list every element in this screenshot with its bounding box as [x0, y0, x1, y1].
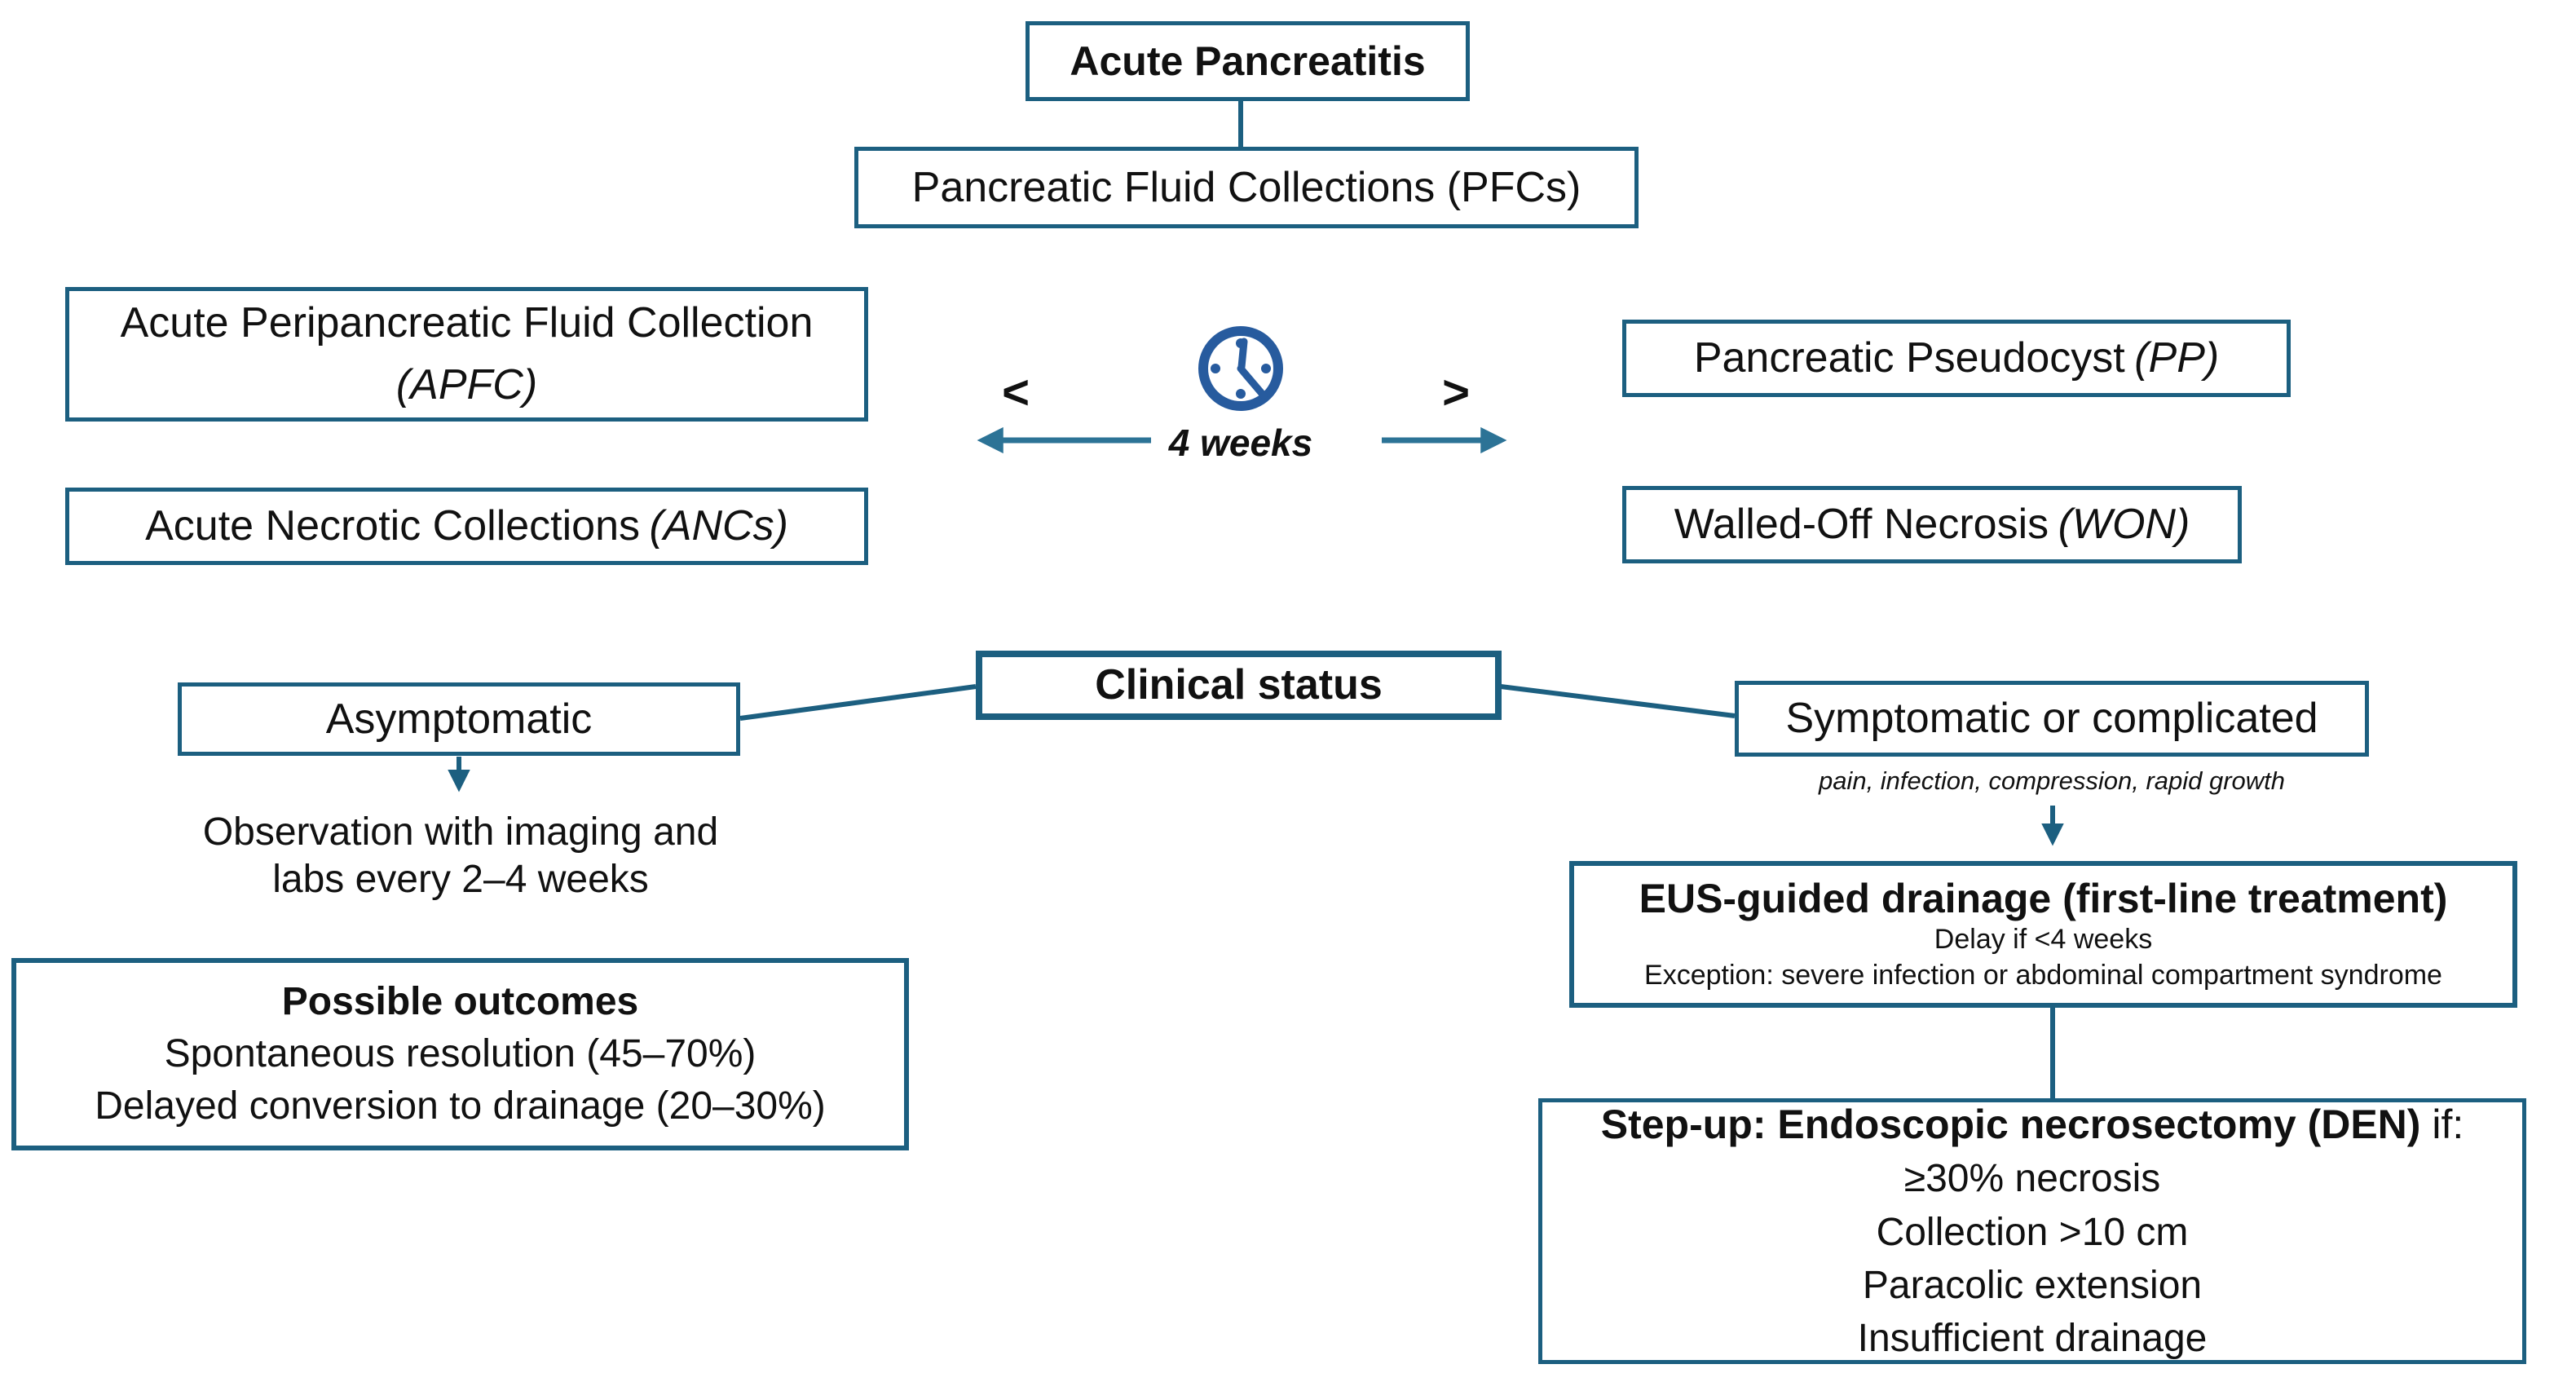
node-anc: Acute Necrotic Collections (ANCs): [65, 488, 868, 565]
stepup-criterion: Insufficient drainage: [1857, 1317, 2208, 1361]
node-symptomatic: Symptomatic or complicated: [1735, 681, 2369, 757]
stepup-criterion: Collection >10 cm: [1876, 1210, 2189, 1254]
possible-outcomes-item: Delayed conversion to drainage (20–30%): [95, 1084, 826, 1128]
node-walled-off-necrosis: Walled-Off Necrosis (WON): [1622, 486, 2242, 563]
stepup-criterion: ≥30% necrosis: [1903, 1157, 2161, 1201]
stepup-title: Step-up: Endoscopic necrosectomy (DEN) i…: [1601, 1097, 2464, 1152]
observation-plan-line1: Observation with imaging and: [202, 810, 719, 854]
node-anc-name: Acute Necrotic Collections: [145, 502, 641, 550]
clock-icon: [1198, 326, 1283, 411]
node-stepup-necrosectomy: Step-up: Endoscopic necrosectomy (DEN) i…: [1538, 1098, 2526, 1364]
connector-clinical-symptomatic: [1500, 684, 1736, 718]
eus-exception-note: Exception: severe infection or abdominal…: [1644, 959, 2442, 991]
node-pfc-label: Pancreatic Fluid Collections (PFCs): [911, 163, 1581, 211]
symptomatic-caveat-text: pain, infection, compression, rapid grow…: [1818, 766, 2286, 795]
node-clinical-status-label: Clinical status: [1095, 661, 1383, 709]
node-won-name: Walled-Off Necrosis: [1674, 501, 2049, 549]
node-pseudocyst: Pancreatic Pseudocyst (PP): [1622, 320, 2291, 397]
node-acute-pancreatitis-label: Acute Pancreatitis: [1070, 38, 1426, 84]
timeline-less-than-symbol: <: [1002, 366, 1030, 419]
node-possible-outcomes: Possible outcomes Spontaneous resolution…: [11, 958, 909, 1150]
timeline-label: 4 weeks: [1168, 422, 1313, 464]
node-eus-drainage: EUS-guided drainage (first-line treatmen…: [1569, 861, 2517, 1008]
node-anc-abbr: (ANCs): [649, 502, 788, 550]
node-won-abbr: (WON): [2058, 501, 2190, 549]
node-asymptomatic: Asymptomatic: [178, 682, 740, 756]
timeline-greater-than-symbol: >: [1442, 366, 1470, 419]
node-pp-abbr: (PP): [2134, 334, 2220, 382]
eus-title: EUS-guided drainage (first-line treatmen…: [1639, 875, 2448, 921]
node-apfc: Acute Peripancreatic Fluid Collection (A…: [65, 287, 868, 422]
node-acute-pancreatitis: Acute Pancreatitis: [1026, 21, 1470, 101]
observation-plan-text: Observation with imaging and labs every …: [130, 809, 791, 903]
stepup-title-rest: if:: [2420, 1102, 2464, 1148]
possible-outcomes-title: Possible outcomes: [281, 979, 639, 1023]
node-apfc-abbr: (APFC): [395, 360, 538, 408]
connector-clinical-asymptomatic: [739, 684, 977, 721]
node-asymptomatic-label: Asymptomatic: [325, 695, 593, 743]
eus-delay-note: Delay if <4 weeks: [1934, 924, 2153, 956]
node-symptomatic-label: Symptomatic or complicated: [1785, 695, 2318, 743]
possible-outcomes-item: Spontaneous resolution (45–70%): [164, 1031, 756, 1075]
stepup-criterion: Paracolic extension: [1862, 1264, 2203, 1307]
node-clinical-status: Clinical status: [976, 651, 1502, 720]
stepup-title-bold: Step-up: Endoscopic necrosectomy (DEN): [1600, 1102, 2421, 1148]
node-apfc-name: Acute Peripancreatic Fluid Collection: [120, 299, 814, 347]
node-pancreatic-fluid-collections: Pancreatic Fluid Collections (PFCs): [854, 147, 1639, 228]
node-pp-name: Pancreatic Pseudocyst: [1693, 334, 2125, 382]
observation-plan-line2: labs every 2–4 weeks: [272, 857, 649, 901]
